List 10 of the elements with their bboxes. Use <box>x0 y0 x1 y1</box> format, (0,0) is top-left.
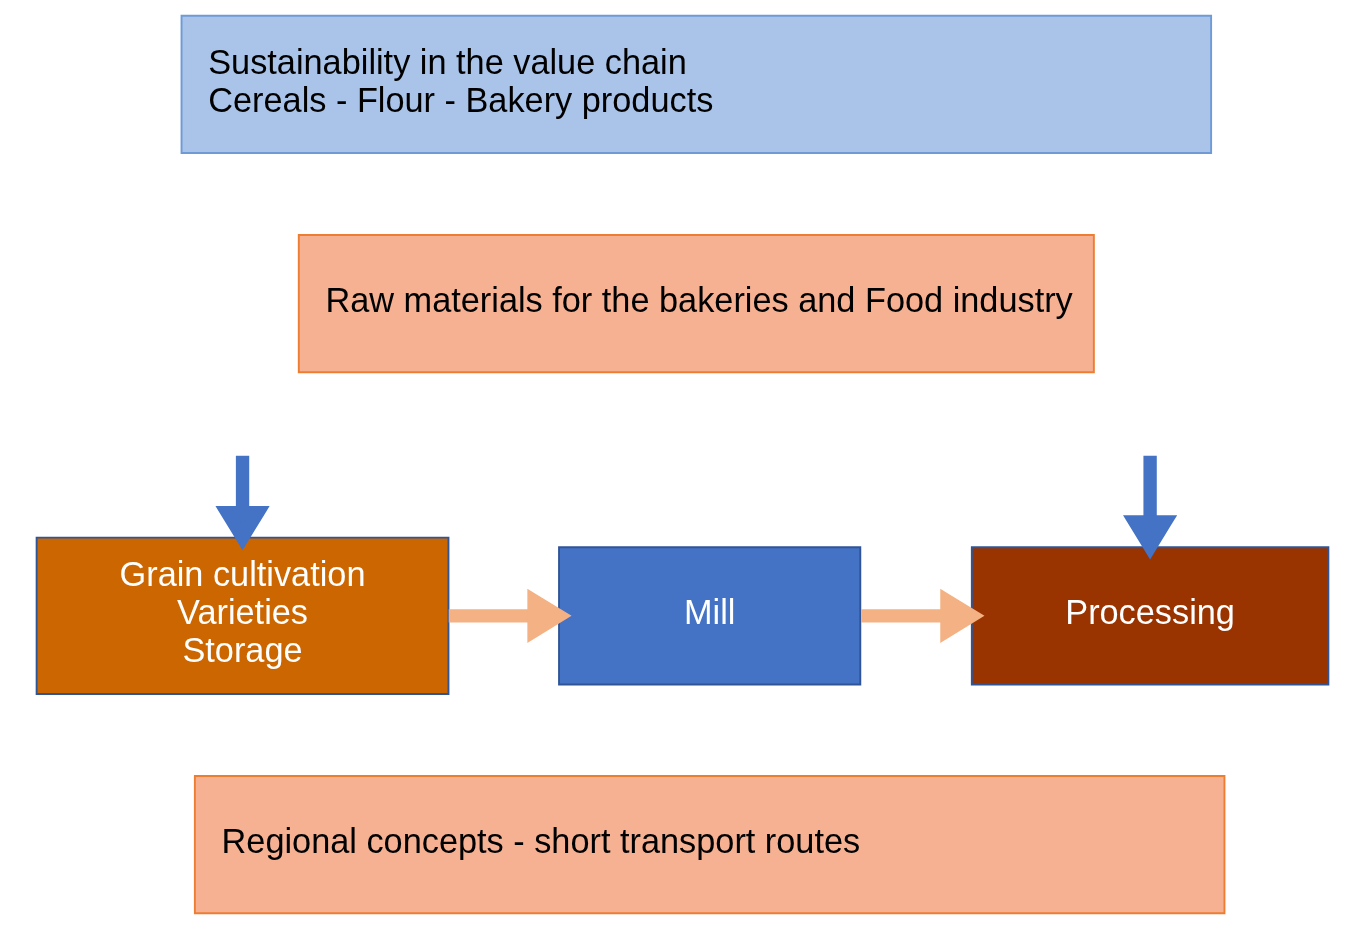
node-box: Regional concepts - short transport routes <box>193 775 1226 915</box>
node-box: Mill <box>558 546 862 686</box>
arrow <box>1123 455 1178 560</box>
node-box: Grain cultivation Varieties Storage <box>35 536 450 695</box>
arrow <box>448 588 572 643</box>
arrow <box>861 588 985 643</box>
node-box: Raw materials for the bakeries and Food industry <box>297 234 1095 374</box>
node-box: Sustainability in the value chain Cereals - Flour - Bakery products <box>180 14 1213 154</box>
arrow <box>215 455 270 551</box>
node-box: Processing <box>970 546 1330 686</box>
